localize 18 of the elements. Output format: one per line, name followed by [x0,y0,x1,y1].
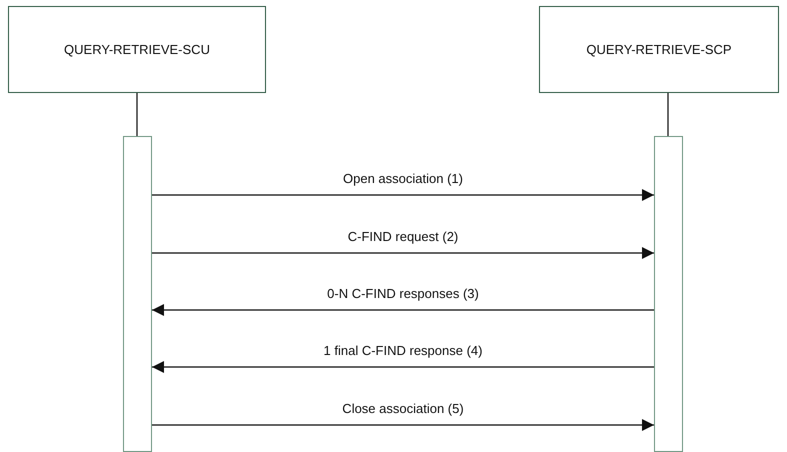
message-label: C-FIND request (2) [346,229,460,244]
message-label: 1 final C-FIND response (4) [322,343,484,358]
message-arrow [152,361,654,373]
activation-bar [123,136,152,452]
message-arrow [152,189,654,201]
participant-name: QUERY-RETRIEVE-SCP [586,42,732,57]
message-arrow [152,304,654,316]
message-label: Close association (5) [340,401,466,416]
message-arrow [152,247,654,259]
activation-bar [654,136,683,452]
participant-name: QUERY-RETRIEVE-SCU [64,42,210,57]
message-label: Open association (1) [341,171,465,186]
message-arrow [152,419,654,431]
lifeline [667,93,669,136]
message-label: 0-N C-FIND responses (3) [325,286,481,301]
lifeline-header-box [8,6,266,93]
lifeline [136,93,138,136]
lifeline-header-box [539,6,779,93]
